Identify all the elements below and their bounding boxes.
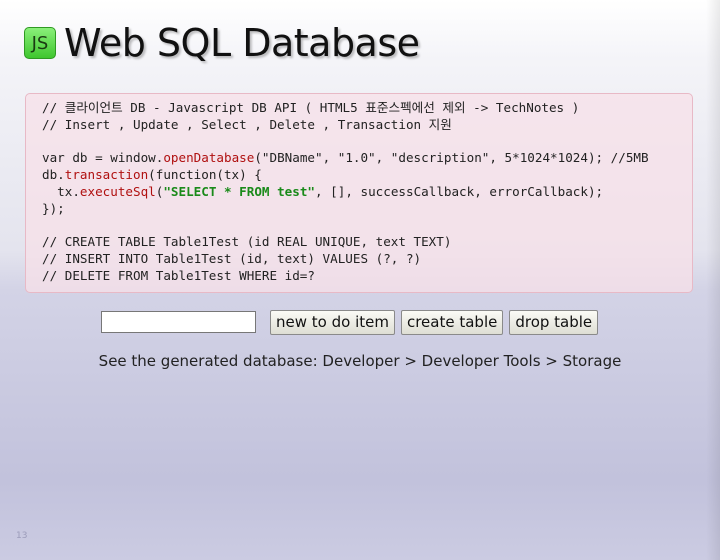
code-token: db. xyxy=(42,167,65,183)
code-line-execute-sql: tx.executeSql("SELECT * FROM test", [], … xyxy=(42,184,692,201)
todo-controls: new to do item create table drop table xyxy=(101,309,604,335)
js-logo-icon: JS xyxy=(24,27,56,59)
slide-page-number: 13 xyxy=(16,531,28,541)
code-token: ("DBName", "1.0", "description", 5*1024*… xyxy=(254,150,649,166)
code-token: var db = window. xyxy=(42,150,164,166)
storage-hint-text: See the generated database: Developer > … xyxy=(98,352,622,370)
new-todo-item-button[interactable]: new to do item xyxy=(270,309,395,335)
create-table-button[interactable]: create table xyxy=(400,309,504,335)
code-token: (function(tx) { xyxy=(148,167,262,183)
code-line-comment-create: // CREATE TABLE Table1Test (id REAL UNIQ… xyxy=(42,234,452,250)
code-string-literal: "SELECT * FROM test" xyxy=(163,183,315,199)
code-line-comment-2: // Insert , Update , Select , Delete , T… xyxy=(42,116,452,132)
code-snippet: // 클라이언트 DB - Javascript DB API ( HTML5 … xyxy=(25,93,693,293)
code-function-name: transaction xyxy=(64,167,149,183)
slide-edge-shadow xyxy=(706,0,720,560)
code-function-name: executeSql xyxy=(79,183,156,199)
code-function-name: openDatabase xyxy=(163,150,255,166)
code-line-transaction: db.transaction(function(tx) { xyxy=(42,167,692,184)
code-token: tx. xyxy=(42,183,80,199)
todo-text-input[interactable] xyxy=(101,311,256,333)
code-token: ( xyxy=(155,183,164,199)
code-line-comment-1: // 클라이언트 DB - Javascript DB API ( HTML5 … xyxy=(42,100,580,115)
drop-table-button[interactable]: drop table xyxy=(509,309,599,335)
code-line-close: }); xyxy=(42,200,65,216)
code-line-open-database: var db = window.openDatabase("DBName", "… xyxy=(42,150,692,167)
code-line-comment-delete: // DELETE FROM Table1Test WHERE id=? xyxy=(42,267,315,283)
slide-header: JS Web SQL Database xyxy=(24,20,420,66)
code-line-blank xyxy=(42,218,692,235)
slide-title: Web SQL Database xyxy=(64,21,420,65)
code-line-comment-insert: // INSERT INTO Table1Test (id, text) VAL… xyxy=(42,251,422,267)
code-line-blank xyxy=(42,134,692,151)
code-token: , [], successCallback, errorCallback); xyxy=(315,183,604,199)
